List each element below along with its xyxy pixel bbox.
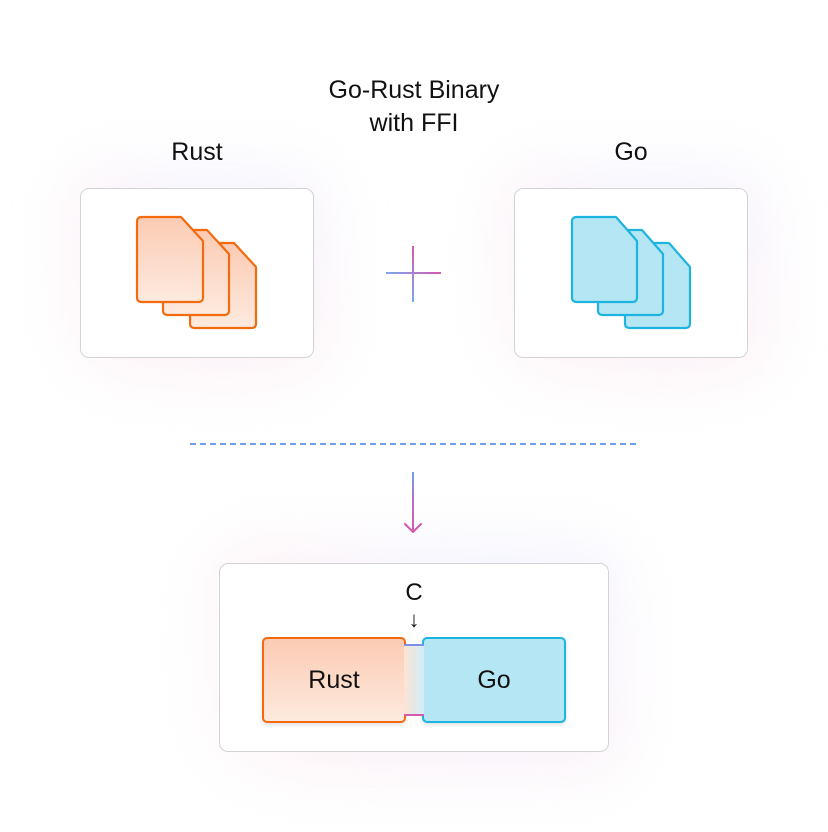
plus-icon	[386, 246, 441, 302]
c-bridge-label: C	[405, 579, 423, 606]
binary-rust-label: Rust	[308, 666, 360, 694]
go-files-icon	[570, 215, 692, 330]
rust-file-1	[135, 215, 205, 304]
merge-bracket	[189, 387, 638, 445]
title-line-2: with FFI	[369, 109, 459, 137]
c-bridge-arrow-icon: ↓	[408, 607, 420, 632]
arrow-down-icon	[404, 472, 422, 533]
diagram-title: Go-Rust Binary with FFI	[0, 74, 828, 140]
go-file-1	[570, 215, 639, 304]
go-source-label: Go	[614, 138, 648, 166]
rust-source-label: Rust	[171, 138, 223, 166]
rust-files-icon	[135, 215, 258, 330]
binary-go-label: Go	[477, 666, 511, 694]
title-line-1: Go-Rust Binary	[328, 76, 500, 104]
c-bridge	[403, 644, 425, 716]
